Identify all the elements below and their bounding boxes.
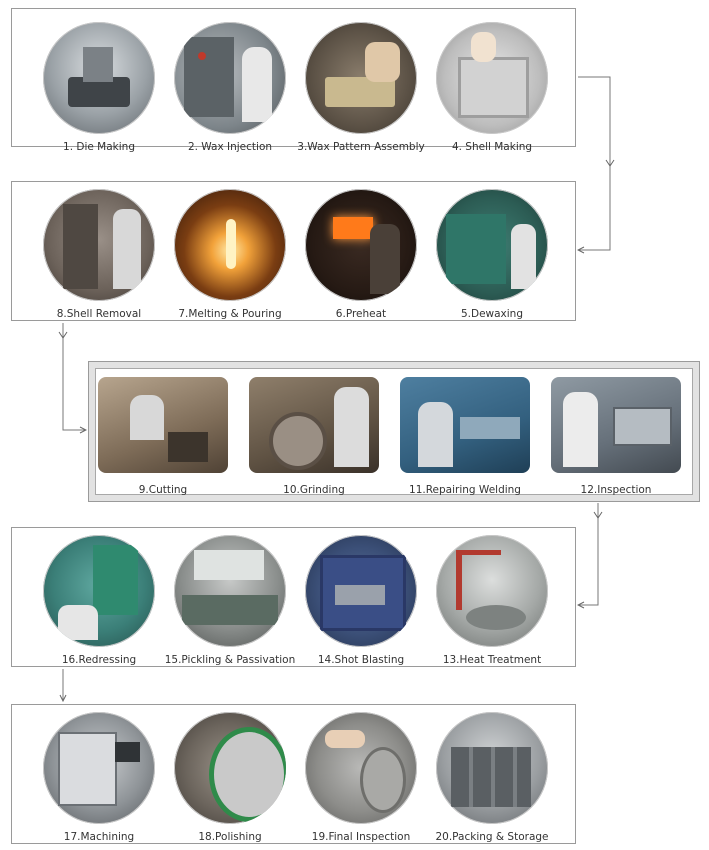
wax-assembly-photo-icon <box>305 22 417 134</box>
step-label: 10.Grinding <box>283 484 345 496</box>
cutting-photo-icon <box>98 377 228 473</box>
step-polishing: 18.Polishing <box>155 712 305 843</box>
step-wax-injection: 2. Wax Injection <box>155 22 305 153</box>
step-label: 3.Wax Pattern Assembly <box>297 141 425 153</box>
wax-injection-photo-icon <box>174 22 286 134</box>
step-label: 16.Redressing <box>61 654 137 666</box>
step-label: 9.Cutting <box>138 484 188 496</box>
process-row-4: 16.Redressing 15.Pickling & Passivation … <box>11 527 576 667</box>
step-redressing: 16.Redressing <box>24 535 174 666</box>
step-label: 1. Die Making <box>63 141 135 153</box>
process-row-5: 17.Machining 18.Polishing 19.Final Inspe… <box>11 704 576 844</box>
final-inspection-photo-icon <box>305 712 417 824</box>
step-packing-storage: 20.Packing & Storage <box>417 712 567 843</box>
step-wax-pattern-assembly: 3.Wax Pattern Assembly <box>286 22 436 153</box>
polishing-photo-icon <box>174 712 286 824</box>
step-label: 19.Final Inspection <box>311 831 411 843</box>
step-preheat: 6.Preheat <box>286 189 436 320</box>
process-row-3-inner: 9.Cutting 10.Grinding 11.Repairing Weldi… <box>95 368 693 496</box>
machining-photo-icon <box>43 712 155 824</box>
redressing-photo-icon <box>43 535 155 647</box>
step-label: 13.Heat Treatment <box>442 654 542 666</box>
arrow-row2-to-row3 <box>62 323 86 430</box>
step-inspection: 12.Inspection <box>541 377 691 496</box>
shell-removal-photo-icon <box>43 189 155 301</box>
step-dewaxing: 5.Dewaxing <box>417 189 567 320</box>
melting-pouring-photo-icon <box>174 189 286 301</box>
arrow-row3-to-row4 <box>578 503 599 605</box>
shell-making-photo-icon <box>436 22 548 134</box>
step-label: 18.Polishing <box>198 831 262 843</box>
pickling-photo-icon <box>174 535 286 647</box>
grinding-photo-icon <box>249 377 379 473</box>
packing-storage-photo-icon <box>436 712 548 824</box>
step-label: 2. Wax Injection <box>187 141 273 153</box>
step-label: 17.Machining <box>63 831 135 843</box>
step-label: 4. Shell Making <box>451 141 533 153</box>
process-row-2: 8.Shell Removal 7.Melting & Pouring 6.Pr… <box>11 181 576 321</box>
step-final-inspection: 19.Final Inspection <box>286 712 436 843</box>
step-label: 15.Pickling & Passivation <box>164 654 296 666</box>
step-label: 5.Dewaxing <box>460 308 524 320</box>
dewaxing-photo-icon <box>436 189 548 301</box>
process-row-1: 1. Die Making 2. Wax Injection 3.Wax Pat… <box>11 8 576 153</box>
step-shell-removal: 8.Shell Removal <box>24 189 174 320</box>
shot-blasting-photo-icon <box>305 535 417 647</box>
step-pickling-passivation: 15.Pickling & Passivation <box>155 535 305 666</box>
step-label: 7.Melting & Pouring <box>178 308 282 320</box>
preheat-photo-icon <box>305 189 417 301</box>
step-label: 20.Packing & Storage <box>435 831 549 843</box>
step-heat-treatment: 13.Heat Treatment <box>417 535 567 666</box>
step-shot-blasting: 14.Shot Blasting <box>286 535 436 666</box>
step-repairing-welding: 11.Repairing Welding <box>390 377 540 496</box>
step-label: 6.Preheat <box>335 308 387 320</box>
inspection-photo-icon <box>551 377 681 473</box>
step-label: 12.Inspection <box>580 484 652 496</box>
step-cutting: 9.Cutting <box>88 377 238 496</box>
die-making-photo-icon <box>43 22 155 134</box>
step-label: 8.Shell Removal <box>56 308 142 320</box>
step-label: 14.Shot Blasting <box>317 654 405 666</box>
arrow-row1-to-row2 <box>578 76 611 250</box>
step-machining: 17.Machining <box>24 712 174 843</box>
step-melting-pouring: 7.Melting & Pouring <box>155 189 305 320</box>
step-shell-making: 4. Shell Making <box>417 22 567 153</box>
step-die-making: 1. Die Making <box>24 22 174 153</box>
step-label: 11.Repairing Welding <box>409 484 521 496</box>
welding-photo-icon <box>400 377 530 473</box>
step-grinding: 10.Grinding <box>239 377 389 496</box>
heat-treatment-photo-icon <box>436 535 548 647</box>
process-row-3: 9.Cutting 10.Grinding 11.Repairing Weldi… <box>88 361 700 502</box>
